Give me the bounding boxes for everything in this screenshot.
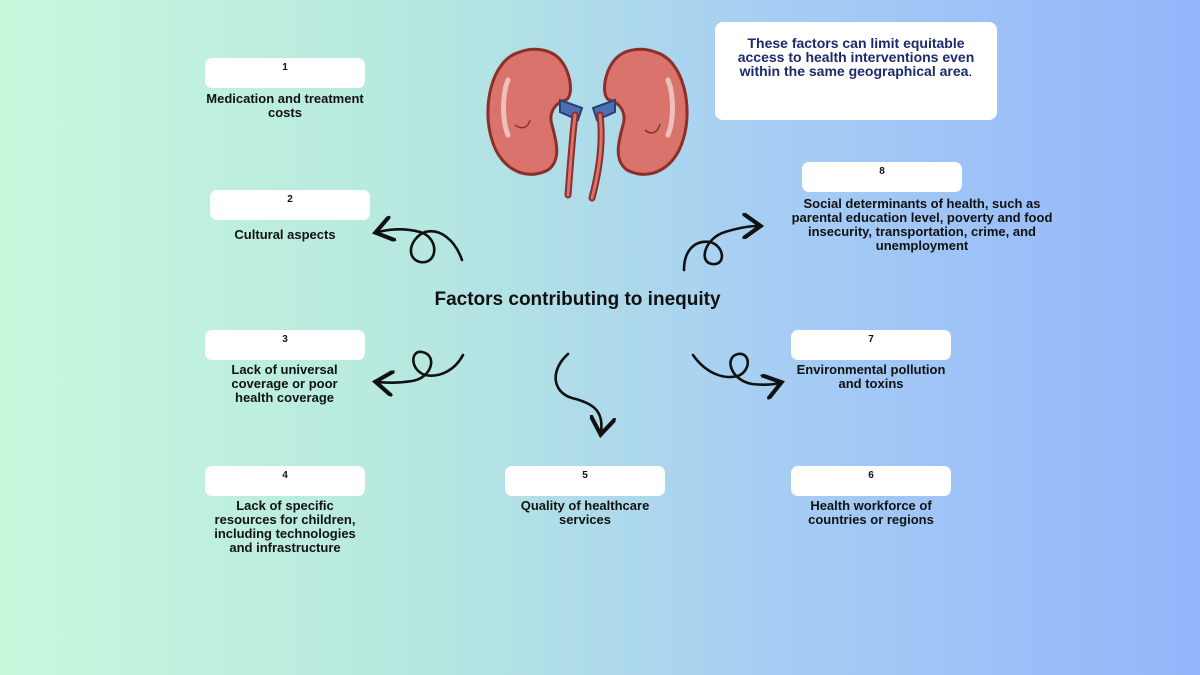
factor-number-box-2: 2 (210, 190, 370, 220)
factor-label-3: Lack of universal coverage or poor healt… (231, 362, 338, 405)
callout-text: These factors can limit equitable access… (737, 35, 975, 79)
factor-number-box-3: 3 (205, 330, 365, 360)
callout-suffix: . (968, 63, 973, 79)
factor-label-2: Cultural aspects (234, 227, 336, 242)
factor-number-box-7: 7 (791, 330, 951, 360)
curly-arrow-icon (378, 229, 464, 264)
factor-label-5: Quality of healthcare services (520, 498, 650, 527)
factor-label-7: Environmental pollution and toxins (796, 362, 946, 391)
callout-box: These factors can limit equitable access… (715, 22, 997, 120)
factor-label-8: Social determinants of health, such as p… (791, 196, 1053, 253)
factor-number-box-4: 4 (205, 466, 365, 496)
factor-number-box-5: 5 (505, 466, 665, 496)
curly-arrow-icon (554, 352, 602, 432)
center-title: Factors contributing to inequity (434, 289, 721, 310)
factor-number-box-6: 6 (791, 466, 951, 496)
factor-label-6: Health workforce of countries or regions (808, 498, 934, 527)
curly-arrow-icon (691, 352, 779, 385)
factor-label-4: Lack of specific resources for children,… (214, 498, 356, 555)
curly-arrow-icon (378, 350, 465, 383)
factor-number-box-8: 8 (802, 162, 962, 192)
curly-arrow-icon (682, 226, 758, 272)
factor-label-1: Medication and treatment costs (206, 91, 364, 120)
factor-number-box-1: 1 (205, 58, 365, 88)
